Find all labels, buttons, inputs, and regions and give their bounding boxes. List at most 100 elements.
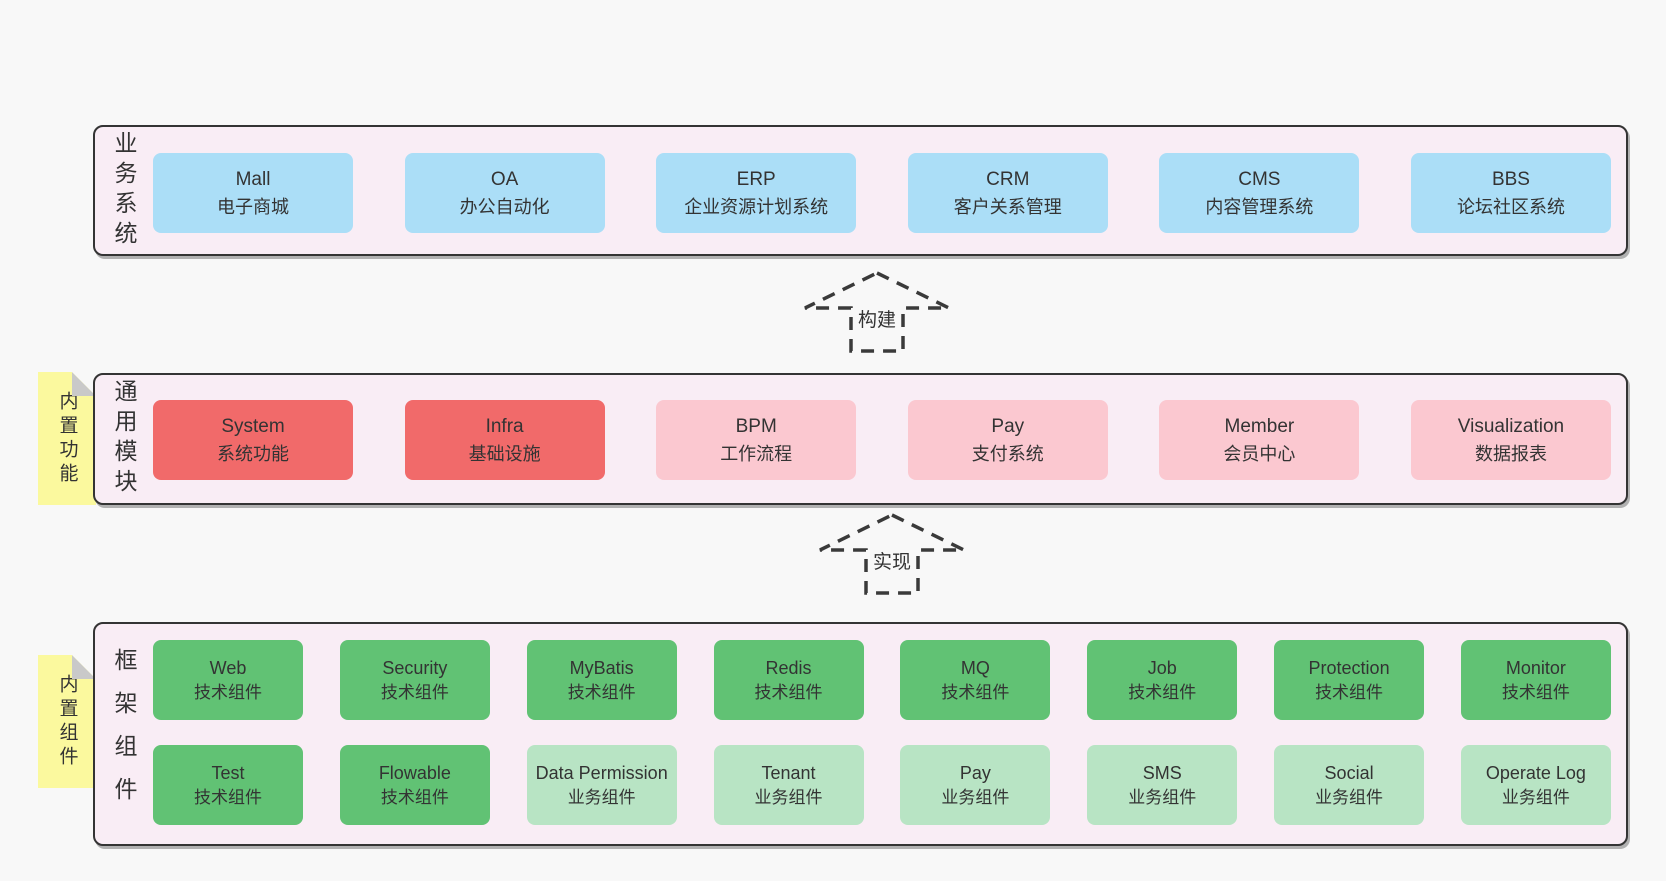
box-sms: SMS 业务组件 <box>1087 745 1238 825</box>
box-subtitle: 论坛社区系统 <box>1456 196 1565 217</box>
box-subtitle: 系统功能 <box>217 443 289 464</box>
box-subtitle: 技术组件 <box>1128 682 1197 702</box>
panel-business-systems: 业务系统 Mall 电子商城 OA 办公自动化 ERP 企业资源计划系统 CRM… <box>93 125 1628 256</box>
box-tenant: Tenant 业务组件 <box>713 745 864 825</box>
box-name: SMS <box>1142 762 1182 783</box>
box-subtitle: 业务组件 <box>754 787 823 807</box>
sticky-note-builtin-features: 内置功能 <box>38 372 96 505</box>
box-subtitle: 业务组件 <box>1128 787 1197 807</box>
box-social: Social 业务组件 <box>1274 745 1425 825</box>
box-cms: CMS 内容管理系统 <box>1159 153 1360 233</box>
box-subtitle: 客户关系管理 <box>953 196 1062 217</box>
box-name: Pay <box>991 416 1025 438</box>
box-subtitle: 业务组件 <box>567 787 636 807</box>
box-subtitle: 技术组件 <box>380 682 449 702</box>
box-name: Tenant <box>761 762 816 783</box>
box-web: Web 技术组件 <box>153 640 303 720</box>
box-subtitle: 办公自动化 <box>459 196 550 217</box>
sticky-note-builtin-components: 内置组件 <box>38 655 96 788</box>
box-bpm: BPM 工作流程 <box>656 400 857 480</box>
box-name: OA <box>490 169 519 191</box>
box-system: System 系统功能 <box>153 400 353 480</box>
box-infra: Infra 基础设施 <box>404 400 605 480</box>
box-subtitle: 技术组件 <box>754 682 823 702</box>
box-subtitle: 企业资源计划系统 <box>684 196 829 217</box>
arrow-implement: 实现 <box>817 512 967 596</box>
box-subtitle: 内容管理系统 <box>1205 196 1314 217</box>
framework-components-row-1: Web 技术组件 Security 技术组件 MyBatis 技术组件 Redi… <box>153 640 1611 720</box>
box-name: Data Permission <box>535 762 668 783</box>
box-name: BPM <box>735 416 777 438</box>
box-subtitle: 技术组件 <box>567 682 636 702</box>
box-name: Mall <box>235 169 271 191</box>
box-name: Monitor <box>1505 657 1566 678</box>
box-crm: CRM 客户关系管理 <box>907 153 1108 233</box>
box-subtitle: 业务组件 <box>941 787 1010 807</box>
panel-title: 框架组件 <box>111 648 137 820</box>
box-subtitle: 技术组件 <box>194 682 262 702</box>
box-test: Test 技术组件 <box>153 745 303 825</box>
box-name: CRM <box>986 169 1030 191</box>
box-name: CMS <box>1238 169 1281 191</box>
box-subtitle: 业务组件 <box>1315 787 1384 807</box>
box-security: Security 技术组件 <box>339 640 490 720</box>
box-subtitle: 工作流程 <box>720 443 793 464</box>
box-operate-log: Operate Log 业务组件 <box>1460 745 1611 825</box>
panel-framework-components: 框架组件 Web 技术组件 Security 技术组件 MyBatis 技术组件… <box>93 622 1628 846</box>
box-subtitle: 数据报表 <box>1474 443 1547 464</box>
panel-title: 业务系统 <box>111 130 137 251</box>
arrow-label: 构建 <box>854 304 900 333</box>
box-name: ERP <box>736 169 776 191</box>
box-member: Member 会员中心 <box>1159 400 1360 480</box>
box-erp: ERP 企业资源计划系统 <box>656 153 857 233</box>
arrow-build: 构建 <box>802 270 952 354</box>
framework-components-row-2: Test 技术组件 Flowable 技术组件 Data Permission … <box>153 745 1611 825</box>
box-name: Test <box>211 762 245 783</box>
box-name: Security <box>382 657 448 678</box>
box-name: Operate Log <box>1485 762 1586 783</box>
business-systems-row: Mall 电子商城 OA 办公自动化 ERP 企业资源计划系统 CRM 客户关系… <box>153 153 1611 233</box>
box-name: Web <box>209 657 247 678</box>
box-name: Job <box>1147 657 1177 678</box>
sticky-note-label: 内置组件 <box>56 673 78 770</box>
box-name: System <box>221 416 285 438</box>
box-subtitle: 电子商城 <box>217 196 289 217</box>
box-name: Protection <box>1308 657 1390 678</box>
box-mybatis: MyBatis 技术组件 <box>526 640 677 720</box>
box-protection: Protection 技术组件 <box>1274 640 1425 720</box>
panel-title: 通用模块 <box>111 379 137 499</box>
box-job: Job 技术组件 <box>1087 640 1238 720</box>
panel-common-modules: 通用模块 System 系统功能 Infra 基础设施 BPM 工作流程 Pay… <box>93 373 1628 505</box>
box-subtitle: 技术组件 <box>1501 682 1570 702</box>
box-pay-biz: Pay 业务组件 <box>900 745 1051 825</box>
box-name: Flowable <box>378 762 451 783</box>
box-name: Infra <box>485 416 524 438</box>
common-modules-row: System 系统功能 Infra 基础设施 BPM 工作流程 Pay 支付系统… <box>153 400 1611 480</box>
box-subtitle: 会员中心 <box>1223 443 1296 464</box>
box-subtitle: 基础设施 <box>468 443 541 464</box>
box-mall: Mall 电子商城 <box>153 153 353 233</box>
box-flowable: Flowable 技术组件 <box>339 745 490 825</box>
box-oa: OA 办公自动化 <box>404 153 605 233</box>
box-name: Visualization <box>1457 416 1565 438</box>
sticky-note-label: 内置功能 <box>56 390 78 487</box>
box-pay: Pay 支付系统 <box>907 400 1108 480</box>
box-redis: Redis 技术组件 <box>713 640 864 720</box>
box-name: Member <box>1224 416 1295 438</box>
box-subtitle: 技术组件 <box>1315 682 1384 702</box>
box-subtitle: 业务组件 <box>1501 787 1570 807</box>
box-bbs: BBS 论坛社区系统 <box>1410 153 1611 233</box>
box-monitor: Monitor 技术组件 <box>1460 640 1611 720</box>
box-subtitle: 技术组件 <box>941 682 1010 702</box>
box-name: Pay <box>959 762 991 783</box>
box-name: Social <box>1324 762 1374 783</box>
arrow-label: 实现 <box>869 546 915 575</box>
box-subtitle: 技术组件 <box>194 787 262 807</box>
box-name: MyBatis <box>569 657 634 678</box>
box-visualization: Visualization 数据报表 <box>1410 400 1611 480</box>
box-mq: MQ 技术组件 <box>900 640 1051 720</box>
box-name: BBS <box>1491 169 1530 191</box>
box-name: MQ <box>960 657 990 678</box>
box-subtitle: 支付系统 <box>971 443 1044 464</box>
